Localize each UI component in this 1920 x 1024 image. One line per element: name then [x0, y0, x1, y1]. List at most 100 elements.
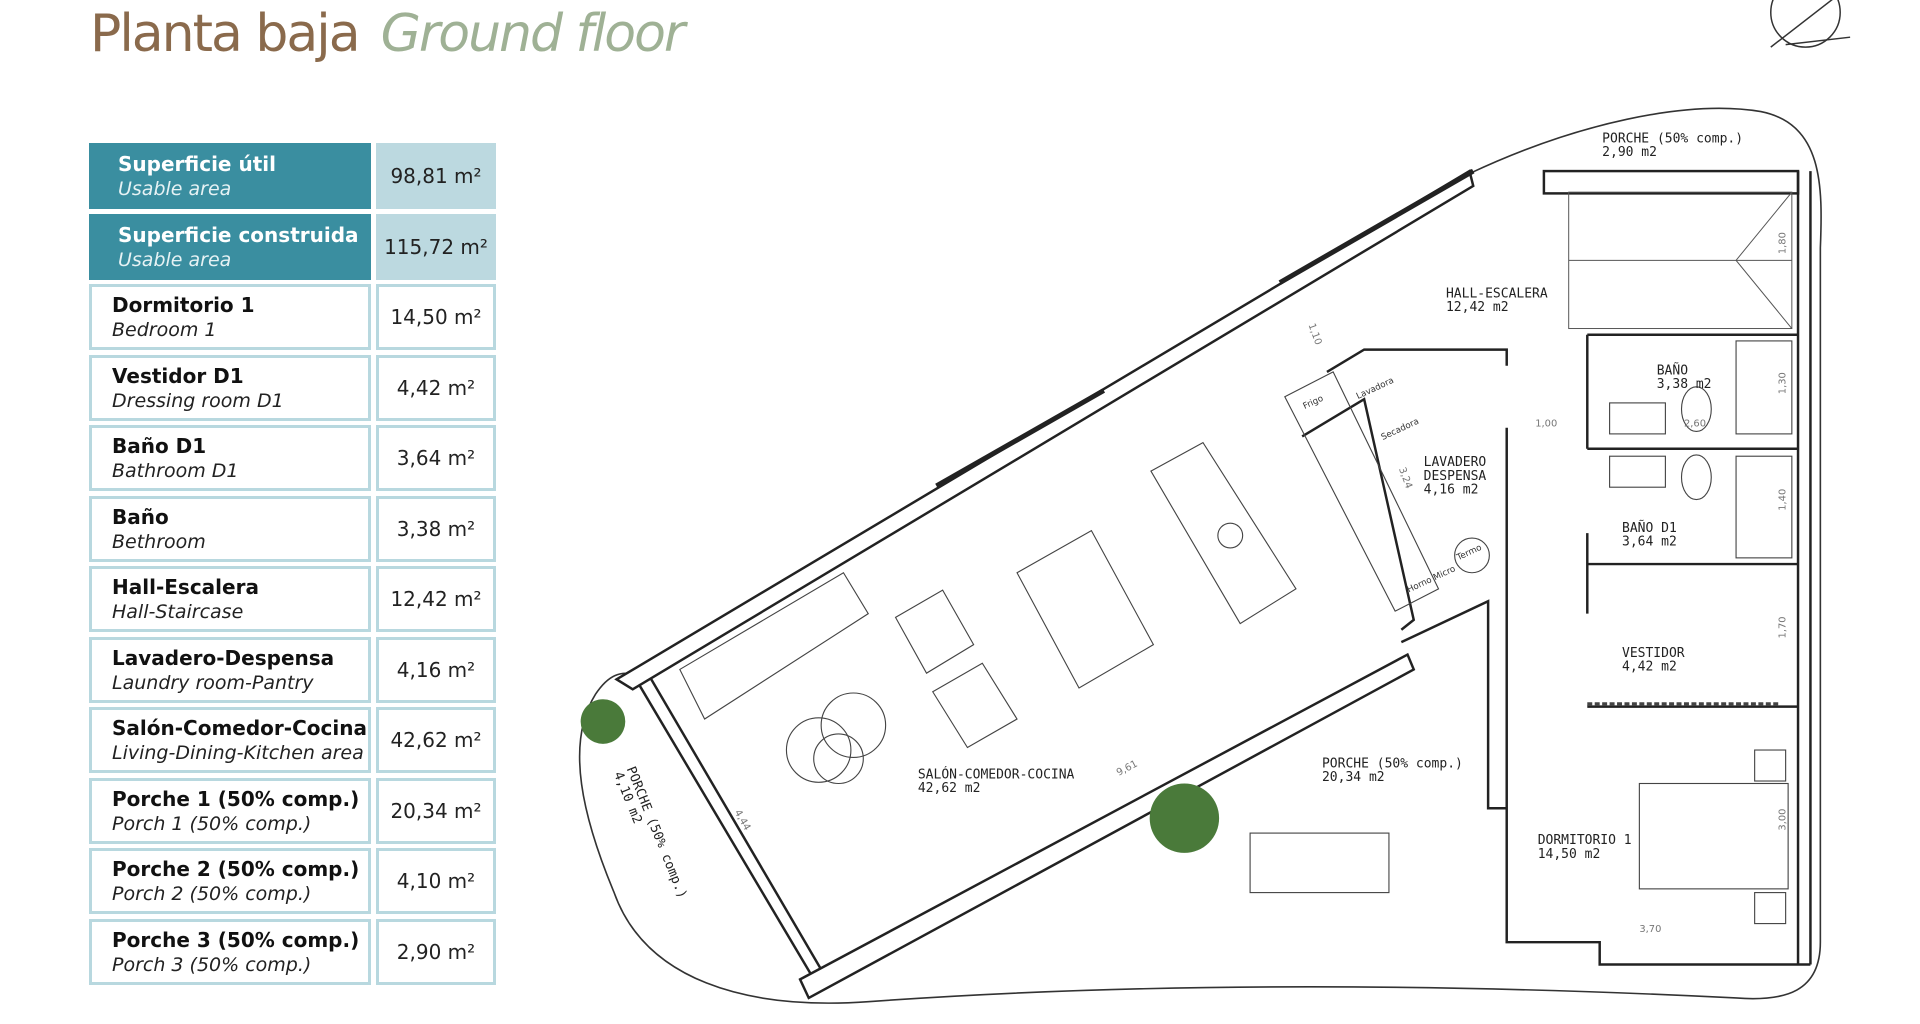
area-value: 2,90 m²: [376, 918, 496, 985]
room-label-line: DESPENSA: [1424, 469, 1487, 484]
room-label-porche1: PORCHE (50% comp.)20,34 m2: [1322, 756, 1463, 785]
area-value: 115,72 m²: [376, 213, 496, 280]
area-name-es: Hall-Escalera: [112, 575, 259, 599]
secadora-label: Secadora: [1380, 417, 1421, 443]
room-label-line: 3,38 m2: [1657, 377, 1712, 392]
room-label-line: BAÑO: [1657, 362, 1688, 378]
area-name-es: Vestidor D1: [112, 363, 244, 388]
area-label: Porche 1 (50% comp.)Porch 1 (50% comp.): [89, 777, 371, 844]
area-name-en: Usable area: [118, 178, 232, 200]
dim-label: 1,80: [1778, 232, 1789, 254]
lavadora-label: Lavadora: [1355, 376, 1396, 402]
room-label-line: 14,50 m2: [1538, 847, 1601, 862]
dim-label: 3,00: [1778, 809, 1789, 831]
area-name-en: Porch 1 (50% comp.): [112, 812, 312, 835]
room-label-line: 12,42 m2: [1446, 300, 1509, 315]
staircase: [1568, 191, 1793, 330]
dim-label: 1,10: [1306, 322, 1324, 346]
horno-label: Horno Micro: [1406, 564, 1457, 595]
room-label-line: PORCHE (50% comp.): [623, 764, 690, 900]
area-value: 4,16 m²: [376, 636, 496, 703]
room-label-line: 2,90 m2: [1602, 145, 1657, 160]
dim-label: 1,00: [1535, 418, 1557, 429]
area-name-es: Porche 2 (50% comp.): [112, 857, 360, 881]
area-name-en: Porch 2 (50% comp.): [112, 883, 312, 905]
termo-label: Termo: [1454, 543, 1483, 564]
dimension-labels: 1,10 1,00 2,60 3,24 1,80 1,30 1,40 1,70 …: [732, 232, 1789, 935]
area-name-es: Baño D1: [112, 434, 207, 458]
room-label-line: SALÓN-COMEDOR-COCINA: [918, 767, 1075, 783]
room-label-line: 20,34 m2: [1322, 770, 1385, 785]
room-label-line: DORMITORIO 1: [1538, 833, 1632, 848]
area-name-es: Baño: [112, 504, 169, 529]
title-english: Ground floor: [380, 4, 686, 64]
room-label-porche2: PORCHE (50% comp.)4,10 m2: [610, 764, 689, 905]
room-label-line: 4,42 m2: [1622, 660, 1677, 675]
room-label-line: 3,64 m2: [1622, 534, 1677, 549]
compass-icon: [1770, 0, 1851, 48]
area-label: Porche 2 (50% comp.)Porch 2 (50% comp.): [89, 848, 371, 914]
area-value: 14,50 m²: [376, 284, 496, 350]
room-label-line: PORCHE (50% comp.): [1322, 756, 1463, 771]
room-label-line: LAVADERO: [1424, 455, 1487, 470]
room-label-porche3: PORCHE (50% comp.)2,90 m2: [1602, 132, 1743, 161]
area-value: 3,38 m²: [376, 495, 496, 562]
room-label-line: 4,16 m2: [1424, 482, 1479, 497]
room-label-line: VESTIDOR: [1622, 646, 1685, 661]
area-name-es: Lavadero-Despensa: [112, 645, 335, 670]
room-label-line: PORCHE (50% comp.): [1602, 132, 1743, 147]
area-name-en: Living-Dining-Kitchen area: [112, 742, 364, 764]
plot-boundary: [578, 107, 1822, 1004]
walls: [614, 168, 1812, 1000]
dim-label: 1,30: [1778, 372, 1789, 394]
area-value: 98,81 m²: [376, 143, 496, 209]
area-name-en: Dressing room D1: [112, 389, 284, 412]
area-value: 4,42 m²: [376, 354, 496, 421]
area-name-es: Porche 1 (50% comp.): [112, 786, 360, 811]
area-value: 3,64 m²: [376, 425, 496, 491]
area-name-es: Dormitorio 1: [112, 293, 255, 317]
dim-label: 9,61: [1115, 759, 1140, 779]
area-name-en: Bathroom D1: [112, 460, 239, 482]
area-row: Porche 1 (50% comp.)Porch 1 (50% comp.)2…: [89, 777, 497, 844]
area-name-en: Porch 3 (50% comp.): [112, 953, 312, 976]
area-value: 4,10 m²: [376, 848, 496, 914]
area-name-es: Superficie construida: [118, 222, 359, 247]
tree-icon: [580, 699, 1220, 853]
area-value: 12,42 m²: [376, 566, 496, 632]
furniture: [679, 340, 1793, 925]
frigo-label: Frigo: [1302, 394, 1325, 412]
dim-label: 1,70: [1778, 616, 1789, 638]
area-name-en: Usable area: [118, 248, 232, 271]
dim-label: 2,60: [1684, 418, 1706, 429]
dim-label: 1,40: [1778, 489, 1789, 511]
area-name-es: Porche 3 (50% comp.): [112, 927, 360, 952]
area-value: 42,62 m²: [376, 707, 496, 773]
area-name-en: Bedroom 1: [112, 319, 217, 341]
area-name-en: Bethroom: [112, 530, 206, 553]
area-value: 20,34 m²: [376, 777, 496, 844]
